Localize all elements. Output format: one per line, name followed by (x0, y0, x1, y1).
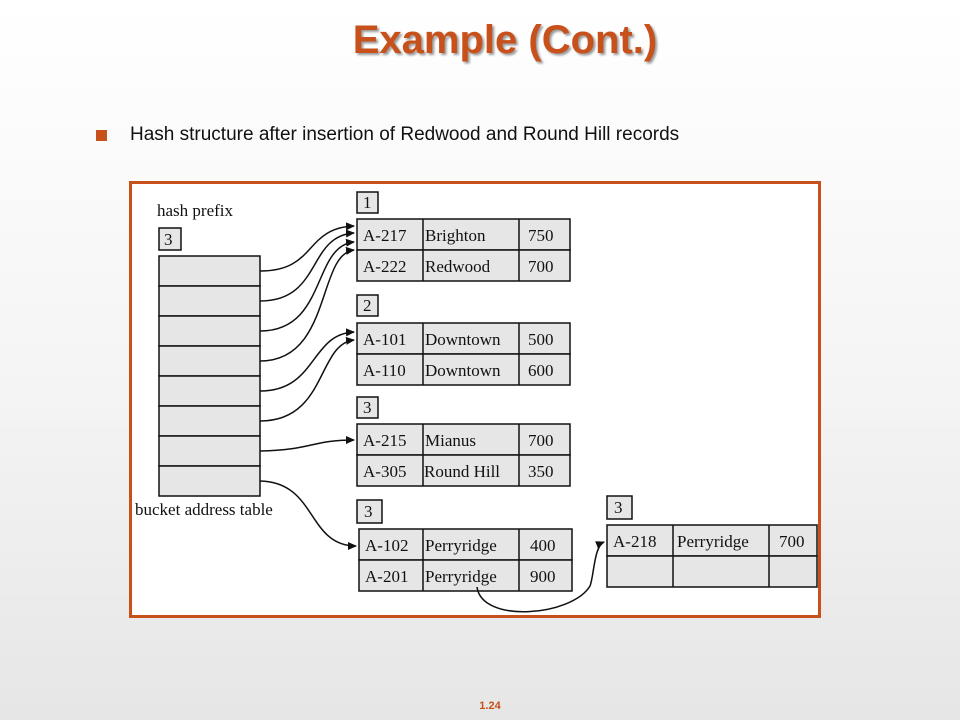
table-entry-7 (158, 465, 261, 497)
record-branch: Perryridge (425, 536, 497, 555)
record-row: A-215 Mianus 700 (363, 431, 554, 450)
table-entry-1 (158, 285, 261, 317)
record-account: A-218 (613, 532, 656, 551)
record-row: A-222 Redwood 700 (363, 257, 554, 276)
record-branch: Perryridge (677, 532, 749, 551)
bucket-depth: 3 (363, 398, 372, 417)
record-account: A-215 (363, 431, 406, 450)
record-account: A-222 (363, 257, 406, 276)
bucket-2: 2 A-101 Downtown 500 A-110 Downtown 600 (356, 294, 571, 386)
record-branch: Downtown (425, 330, 501, 349)
record-row: A-110 Downtown 600 (363, 361, 554, 380)
record-branch: Perryridge (425, 567, 497, 586)
record-balance: 400 (530, 536, 556, 555)
table-entry-3 (158, 345, 261, 377)
bucket-depth: 1 (363, 193, 372, 212)
square-bullet-icon (96, 129, 107, 141)
record-account: A-101 (363, 330, 406, 349)
pointer-arrow (259, 246, 355, 362)
table-entry-6 (158, 435, 261, 467)
bucket-address-table-label: bucket address table (135, 500, 273, 519)
hash-prefix-box (158, 227, 182, 251)
record-row: A-218 Perryridge 700 (613, 532, 805, 551)
record-branch: Mianus (425, 431, 476, 450)
record-branch: Round Hill (424, 462, 500, 481)
pointer-arrow (259, 436, 355, 452)
record-row: A-201 Perryridge 900 (365, 567, 556, 586)
record-balance: 700 (528, 431, 554, 450)
bucket-address-table (158, 255, 261, 497)
record-balance: 700 (528, 257, 554, 276)
bullet-text: Hash structure after insertion of Redwoo… (130, 124, 680, 145)
bucket-depth: 3 (364, 502, 373, 521)
record-row: A-305 Round Hill 350 (363, 462, 554, 481)
slide-title: Example (Cont.) (352, 18, 658, 62)
record-branch: Brighton (425, 226, 486, 245)
record-balance: 500 (528, 330, 554, 349)
pointer-arrow (259, 336, 355, 422)
page-number: 1.24 (479, 700, 501, 712)
bucket-depth: 3 (614, 498, 623, 517)
table-entry-0 (158, 255, 261, 287)
record-balance: 750 (528, 226, 554, 245)
record-row: A-102 Perryridge 400 (365, 536, 556, 555)
bucket-3: 3 A-215 Mianus 700 A-305 Round Hill 350 (356, 396, 571, 487)
pointer-arrow (259, 328, 355, 392)
record-account: A-110 (363, 361, 406, 380)
record-balance: 700 (779, 532, 805, 551)
record-balance: 350 (528, 462, 554, 481)
pointer-arrow (259, 480, 357, 550)
bucket-depth: 2 (363, 296, 372, 315)
table-entry-5 (158, 405, 261, 437)
record-balance: 900 (530, 567, 556, 586)
table-entry-4 (158, 375, 261, 407)
record-branch: Downtown (425, 361, 501, 380)
record-account: A-102 (365, 536, 408, 555)
record-account: A-217 (363, 226, 407, 245)
bucket-1: 1 A-217 Brighton 750 A-222 Redwood 700 (356, 191, 571, 282)
record-account: A-201 (365, 567, 408, 586)
pointer-arrow (259, 238, 355, 332)
overflow-chain-arrow (476, 541, 605, 613)
record-row: A-101 Downtown 500 (363, 330, 554, 349)
hash-prefix-value: 3 (164, 230, 173, 249)
pointer-arrow (259, 222, 355, 272)
record-row: A-217 Brighton 750 (363, 226, 554, 245)
bucket-4: 3 A-102 Perryridge 400 A-201 Perryridge … (356, 499, 573, 592)
record-branch: Redwood (425, 257, 491, 276)
bullet-item: Hash structure after insertion of Redwoo… (96, 124, 679, 146)
bucket-pointers (259, 222, 605, 613)
bucket-5-overflow: 3 A-218 Perryridge 700 (606, 495, 818, 588)
record-account: A-305 (363, 462, 406, 481)
table-entry-2 (158, 315, 261, 347)
record-balance: 600 (528, 361, 554, 380)
extendable-hash-diagram: hash prefix 3 bucket address table 1 A-2… (129, 181, 821, 618)
pointer-arrow (259, 229, 355, 302)
hash-prefix-label: hash prefix (157, 201, 234, 220)
